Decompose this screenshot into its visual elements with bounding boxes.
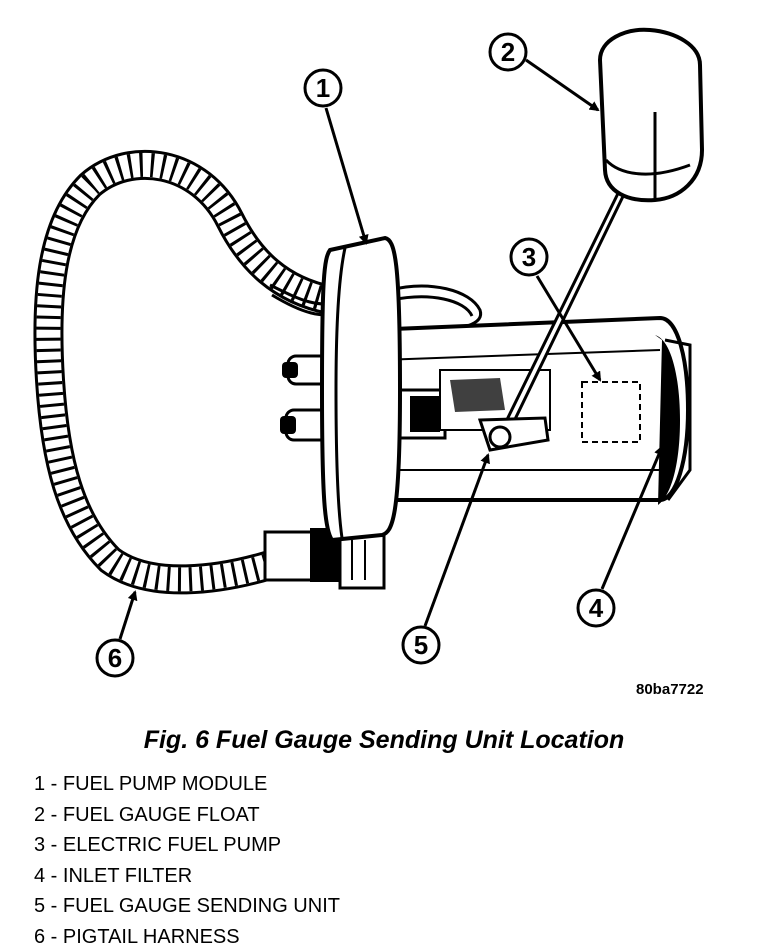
legend-list: 1 - FUEL PUMP MODULE 2 - FUEL GAUGE FLOA… [34, 769, 340, 952]
fuel-gauge-float [597, 27, 705, 203]
fuel-gauge-float-assembly [477, 27, 705, 452]
callout-3: 3 [509, 237, 602, 382]
callout-6-label: 6 [108, 643, 122, 673]
callout-5-label: 5 [414, 630, 428, 660]
callout-1-label: 1 [316, 73, 330, 103]
legend-item: 4 - INLET FILTER [34, 864, 193, 887]
electric-fuel-pump [581, 381, 641, 443]
fuel-line-fittings [280, 354, 332, 442]
figure-code: 80ba7722 [636, 681, 704, 698]
fuel-pump-module-illustration: 1 2 3 4 5 6 [33, 27, 705, 678]
mounting-flange [319, 235, 403, 543]
legend-item: 3 - ELECTRIC FUEL PUMP [34, 834, 282, 856]
callout-2-label: 2 [501, 37, 515, 67]
legend-item: 5 - FUEL GAUGE SENDING UNIT [34, 895, 340, 917]
pigtail-harness [33, 149, 483, 595]
callout-6: 6 [95, 590, 138, 678]
callout-4: 4 [576, 445, 664, 628]
callout-1: 1 [303, 68, 369, 245]
callout-4-label: 4 [589, 593, 604, 623]
figure-caption: Fig. 6 Fuel Gauge Sending Unit Location [143, 726, 625, 754]
callout-5: 5 [401, 453, 490, 665]
callout-2: 2 [488, 32, 600, 112]
inlet-filter [655, 335, 680, 505]
fuel-pump-module-body [367, 315, 692, 505]
callout-3-label: 3 [522, 242, 536, 272]
callouts: 1 2 3 4 5 6 [95, 32, 664, 678]
legend-item: 1 - FUEL PUMP MODULE [34, 773, 268, 795]
legend-item: 6 - PIGTAIL HARNESS [34, 925, 240, 948]
legend-item: 2 - FUEL GAUGE FLOAT [34, 803, 260, 826]
